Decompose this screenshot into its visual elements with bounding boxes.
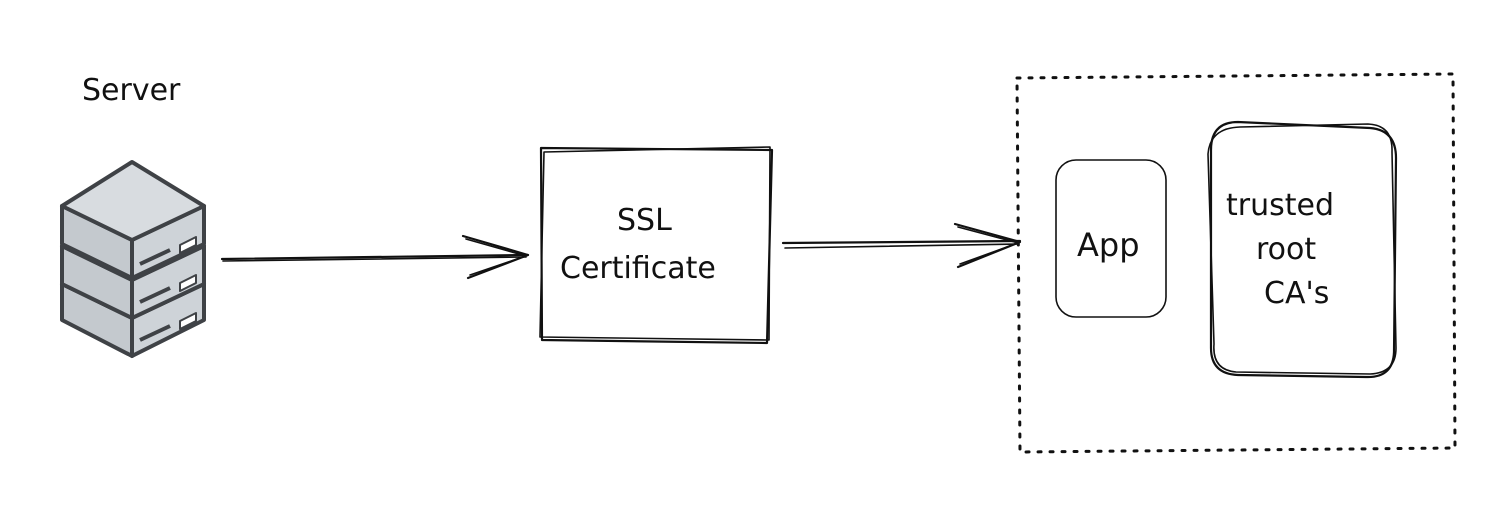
ssl-certificate-box [539, 146, 774, 345]
app-label: App [1077, 226, 1140, 264]
ssl-certificate-label-line1: SSL [617, 203, 672, 238]
trusted-store-label-line2: root [1256, 232, 1316, 267]
server-unit-top [60, 160, 206, 280]
trusted-root-ca-store [1207, 120, 1398, 379]
arrow-certificate-to-client [781, 222, 1022, 269]
ssl-certificate-label-line2: Certificate [560, 251, 716, 286]
app-box [1055, 159, 1167, 318]
client-device-group [1015, 72, 1457, 454]
server-rack-icon [60, 160, 206, 358]
arrow-server-to-certificate [220, 234, 530, 280]
trusted-store-label-line3: CA's [1264, 276, 1329, 311]
server-label: Server [82, 73, 181, 108]
trusted-store-label-line1: trusted [1226, 188, 1334, 223]
